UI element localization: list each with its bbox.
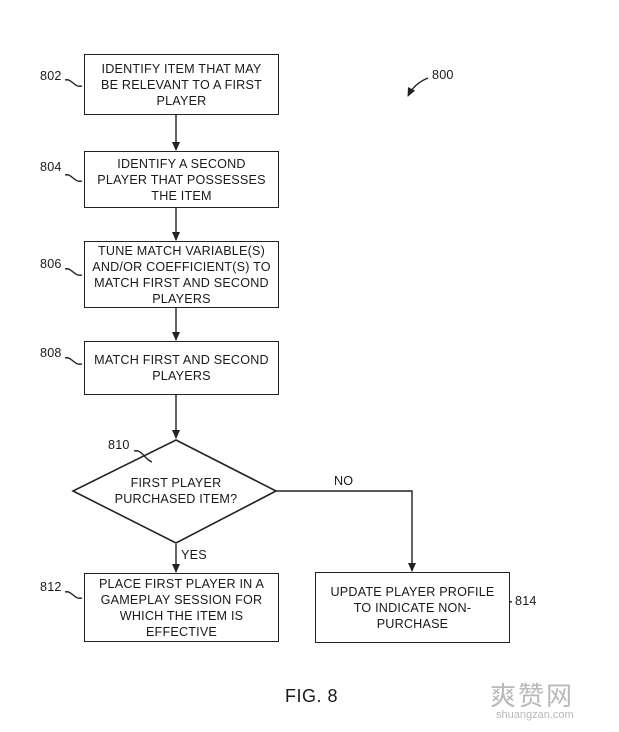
step-812-text: PLACE FIRST PLAYER IN A GAMEPLAY SESSION… <box>98 576 265 639</box>
leader-804 <box>64 174 83 182</box>
step-802-box: IDENTIFY ITEM THAT MAY BE RELEVANT TO A … <box>84 54 279 115</box>
ref-814: 814 <box>515 594 537 608</box>
branch-yes-label: YES <box>181 548 207 562</box>
step-814-text: UPDATE PLAYER PROFILE TO INDICATE NON- P… <box>330 584 495 631</box>
figure-label: FIG. 8 <box>285 686 339 706</box>
arrow-810-to-814-no <box>276 490 416 572</box>
figure-ref-number: 800 <box>432 68 454 82</box>
leader-812 <box>64 591 83 599</box>
leader-802 <box>64 79 83 87</box>
step-812-box: PLACE FIRST PLAYER IN A GAMEPLAY SESSION… <box>84 573 279 642</box>
watermark-url: shuangzan.com <box>496 709 574 721</box>
decision-810-diamond <box>71 439 278 544</box>
ref-812: 812 <box>40 580 62 594</box>
leader-810 <box>133 450 153 463</box>
step-804-box: IDENTIFY A SECOND PLAYER THAT POSSESSES … <box>84 151 279 208</box>
step-808-text: MATCH FIRST AND SECOND PLAYERS <box>94 353 269 383</box>
step-806-box: TUNE MATCH VARIABLE(S) AND/OR COEFFICIEN… <box>84 241 279 308</box>
leader-808 <box>64 357 83 365</box>
ref-802: 802 <box>40 69 62 83</box>
step-814-box: UPDATE PLAYER PROFILE TO INDICATE NON- P… <box>315 572 510 643</box>
ref-808: 808 <box>40 346 62 360</box>
figure-ref-arrow <box>407 77 429 97</box>
leader-806 <box>64 268 83 276</box>
step-804-text: IDENTIFY A SECOND PLAYER THAT POSSESSES … <box>97 156 266 203</box>
ref-806: 806 <box>40 257 62 271</box>
branch-no-label: NO <box>334 474 354 488</box>
ref-804: 804 <box>40 160 62 174</box>
step-808-box: MATCH FIRST AND SECOND PLAYERS <box>84 341 279 395</box>
step-802-text: IDENTIFY ITEM THAT MAY BE RELEVANT TO A … <box>101 61 262 108</box>
decision-810-text: FIRST PLAYER PURCHASED ITEM? <box>114 476 238 506</box>
step-806-text: TUNE MATCH VARIABLE(S) AND/OR COEFFICIEN… <box>92 243 271 306</box>
watermark-logo: 爽赞网 <box>490 682 575 712</box>
ref-810: 810 <box>108 438 130 452</box>
